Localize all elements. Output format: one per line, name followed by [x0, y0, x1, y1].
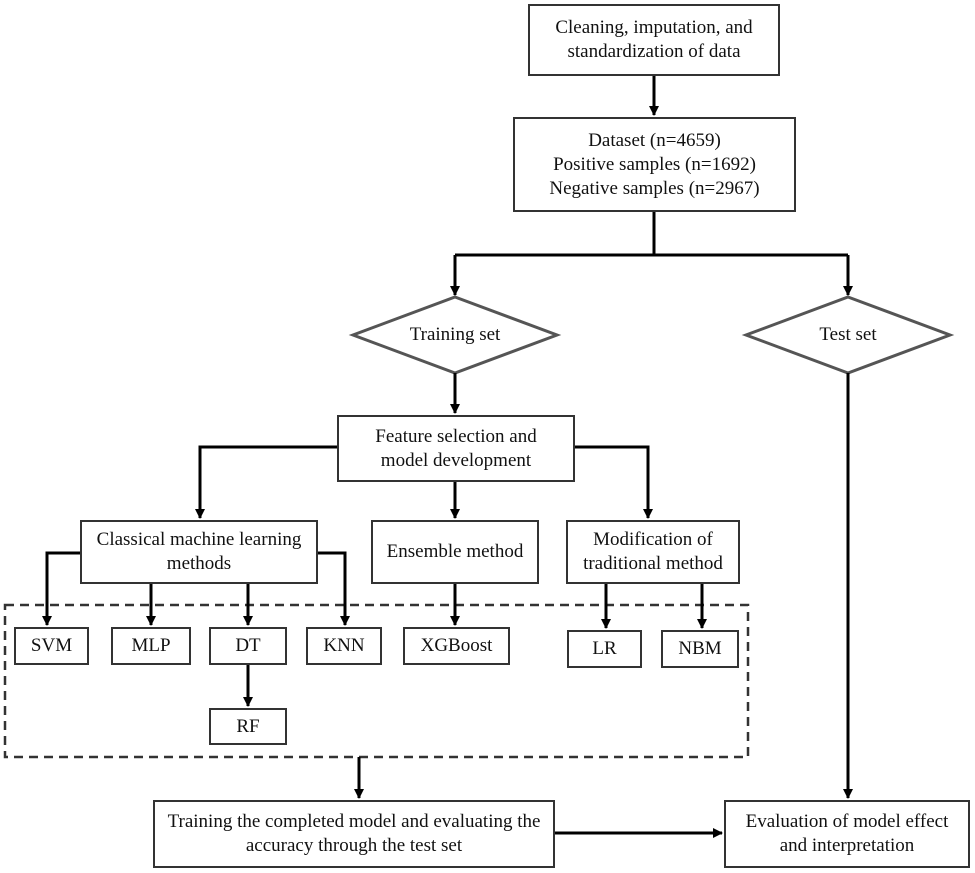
evaluation-line-2: and interpretation	[779, 835, 915, 856]
arrow-feature-to-modification	[575, 445, 653, 519]
modification-box: Modification of traditional method	[566, 520, 740, 584]
test-set-label: Test set	[819, 324, 877, 345]
nbm-label: NBM	[678, 638, 722, 659]
training-complete-line-1: Training the completed model and evaluat…	[167, 811, 541, 832]
classical-ml-box: Classical machine learning methods	[80, 520, 318, 584]
feature-line-2: model development	[380, 449, 532, 471]
svm-label: SVM	[30, 635, 73, 656]
arrow-classical-to-svm	[42, 551, 80, 626]
knn-label: KNN	[323, 635, 365, 656]
feature-selection-box: Feature selection and model development	[337, 415, 575, 482]
evaluation-line-1: Evaluation of model effect	[745, 811, 949, 832]
dataset-box: Dataset (n=4659) Positive samples (n=169…	[513, 117, 796, 212]
dt-box: DT	[209, 627, 287, 665]
dataset-line-3: Negative samples (n=2967)	[549, 177, 760, 199]
arrow-feature-to-classical	[195, 445, 337, 519]
nbm-box: NBM	[661, 630, 739, 668]
cleaning-line-2: standardization of data	[567, 41, 741, 62]
classical-line-2: methods	[166, 553, 232, 574]
rf-box: RF	[209, 708, 287, 745]
knn-box: KNN	[306, 627, 382, 665]
ensemble-box: Ensemble method	[371, 520, 539, 584]
algorithm-group-dashed-border	[3, 603, 750, 759]
rf-label: RF	[236, 715, 260, 737]
training-complete-box: Training the completed model and evaluat…	[153, 800, 555, 868]
dataset-line-1: Dataset (n=4659)	[588, 129, 721, 151]
mlp-label: MLP	[131, 635, 171, 656]
cleaning-line-1: Cleaning, imputation, and	[555, 17, 753, 38]
arrow-classical-to-knn	[318, 551, 350, 626]
svm-box: SVM	[14, 627, 89, 665]
lr-label: LR	[592, 638, 617, 659]
ensemble-label: Ensemble method	[386, 541, 524, 562]
training-set-label: Training set	[409, 324, 501, 345]
xgboost-label: XGBoost	[420, 635, 493, 656]
training-complete-line-2: accuracy through the test set	[245, 835, 463, 856]
dataset-line-2: Positive samples (n=1692)	[553, 153, 756, 175]
xgboost-box: XGBoost	[403, 627, 510, 665]
dt-label: DT	[235, 635, 261, 656]
cleaning-box: Cleaning, imputation, and standardizatio…	[528, 4, 780, 76]
lr-box: LR	[567, 630, 642, 668]
feature-line-1: Feature selection and	[375, 425, 537, 447]
modification-line-1: Modification of	[593, 529, 713, 550]
classical-line-1: Classical machine learning	[96, 529, 302, 550]
modification-line-2: traditional method	[583, 553, 723, 574]
evaluation-box: Evaluation of model effect and interpret…	[724, 800, 970, 868]
mlp-box: MLP	[111, 627, 191, 665]
